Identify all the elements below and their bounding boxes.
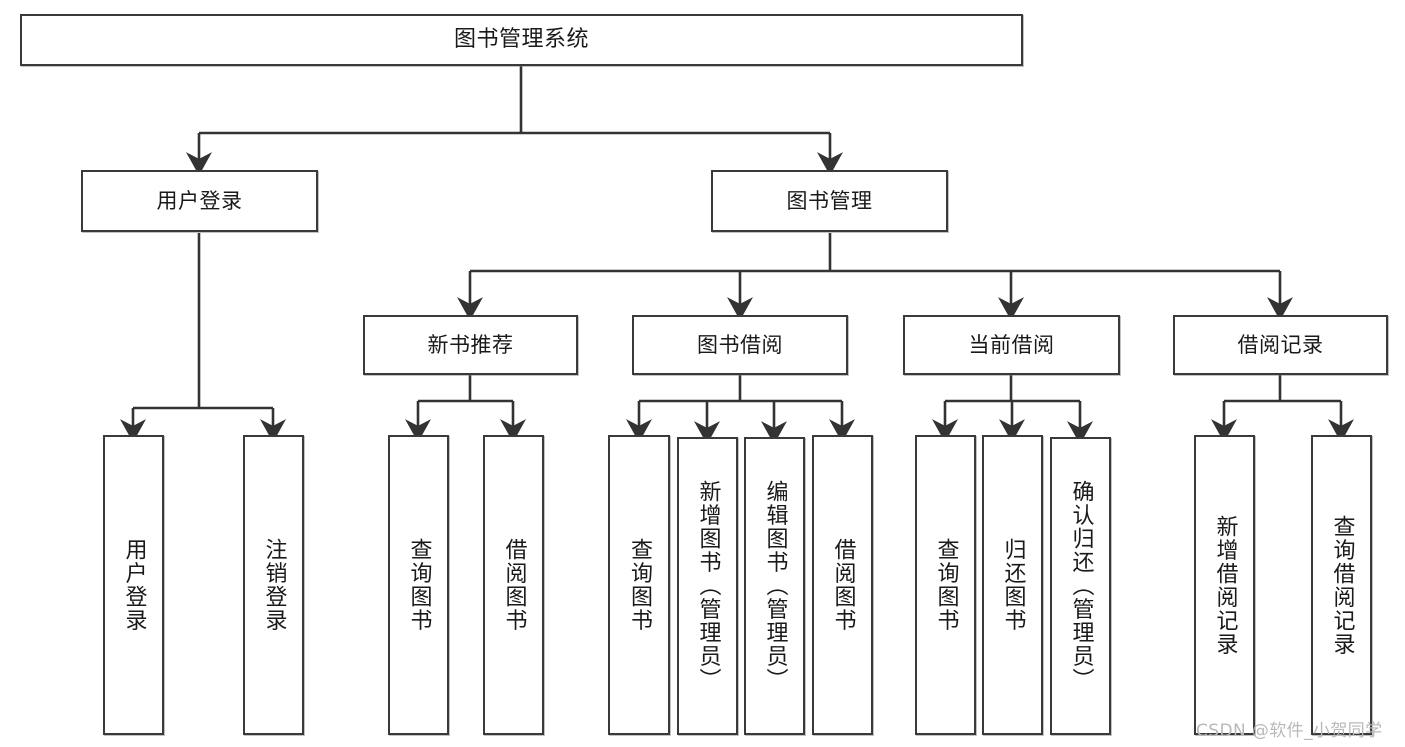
node-label: 借阅图书 (501, 538, 527, 632)
node-label: 查询借阅记录 (1329, 514, 1355, 656)
leaf-new-book-query[interactable]: 查询图书 (388, 435, 449, 735)
node-label: 查询图书 (933, 538, 959, 632)
leaf-current-confirm-return-admin[interactable]: 确认归还（管理员） (1050, 437, 1111, 735)
node-book-management[interactable]: 图书管理 (711, 170, 948, 232)
node-borrow-records[interactable]: 借阅记录 (1173, 315, 1388, 375)
node-label: 用户登录 (156, 188, 243, 213)
leaf-borrow-borrow-book[interactable]: 借阅图书 (812, 435, 873, 735)
node-label: 查询图书 (406, 538, 432, 632)
node-label: 图书管理系统 (453, 26, 589, 52)
node-label: 借阅记录 (1237, 332, 1324, 357)
node-new-book-recommend[interactable]: 新书推荐 (363, 315, 578, 375)
node-label: 查询图书 (626, 538, 652, 632)
node-label: 用户登录 (121, 538, 147, 632)
leaf-records-add-record[interactable]: 新增借阅记录 (1194, 435, 1255, 735)
node-label: 借阅图书 (830, 538, 856, 632)
node-label: 编辑图书（管理员） (762, 480, 788, 692)
node-label: 注销登录 (261, 538, 287, 632)
leaf-user-login-signin[interactable]: 用户登录 (103, 435, 164, 735)
leaf-borrow-query-book[interactable]: 查询图书 (608, 435, 670, 735)
node-label: 图书借阅 (697, 332, 783, 357)
node-label: 归还图书 (1000, 538, 1026, 632)
leaf-user-login-signout[interactable]: 注销登录 (243, 435, 304, 735)
node-label: 确认归还（管理员） (1068, 480, 1094, 692)
watermark-text: CSDN @软件_小贺同学 (1196, 721, 1383, 741)
leaf-new-book-borrow[interactable]: 借阅图书 (483, 435, 544, 735)
node-label: 图书管理 (786, 188, 873, 213)
leaf-current-return-book[interactable]: 归还图书 (982, 435, 1043, 735)
node-root-library-system[interactable]: 图书管理系统 (20, 14, 1023, 66)
leaf-borrow-add-book-admin[interactable]: 新增图书（管理员） (677, 437, 738, 735)
node-label: 新增借阅记录 (1212, 514, 1238, 656)
node-label: 新增图书（管理员） (695, 480, 721, 692)
node-label: 当前借阅 (968, 332, 1055, 357)
leaf-records-query-record[interactable]: 查询借阅记录 (1311, 435, 1372, 735)
leaf-current-query-book[interactable]: 查询图书 (915, 435, 976, 735)
node-user-login[interactable]: 用户登录 (81, 170, 318, 232)
node-book-borrow[interactable]: 图书借阅 (632, 315, 848, 375)
leaf-borrow-edit-book-admin[interactable]: 编辑图书（管理员） (744, 437, 805, 735)
node-current-borrow[interactable]: 当前借阅 (903, 315, 1120, 375)
node-label: 新书推荐 (427, 332, 514, 357)
